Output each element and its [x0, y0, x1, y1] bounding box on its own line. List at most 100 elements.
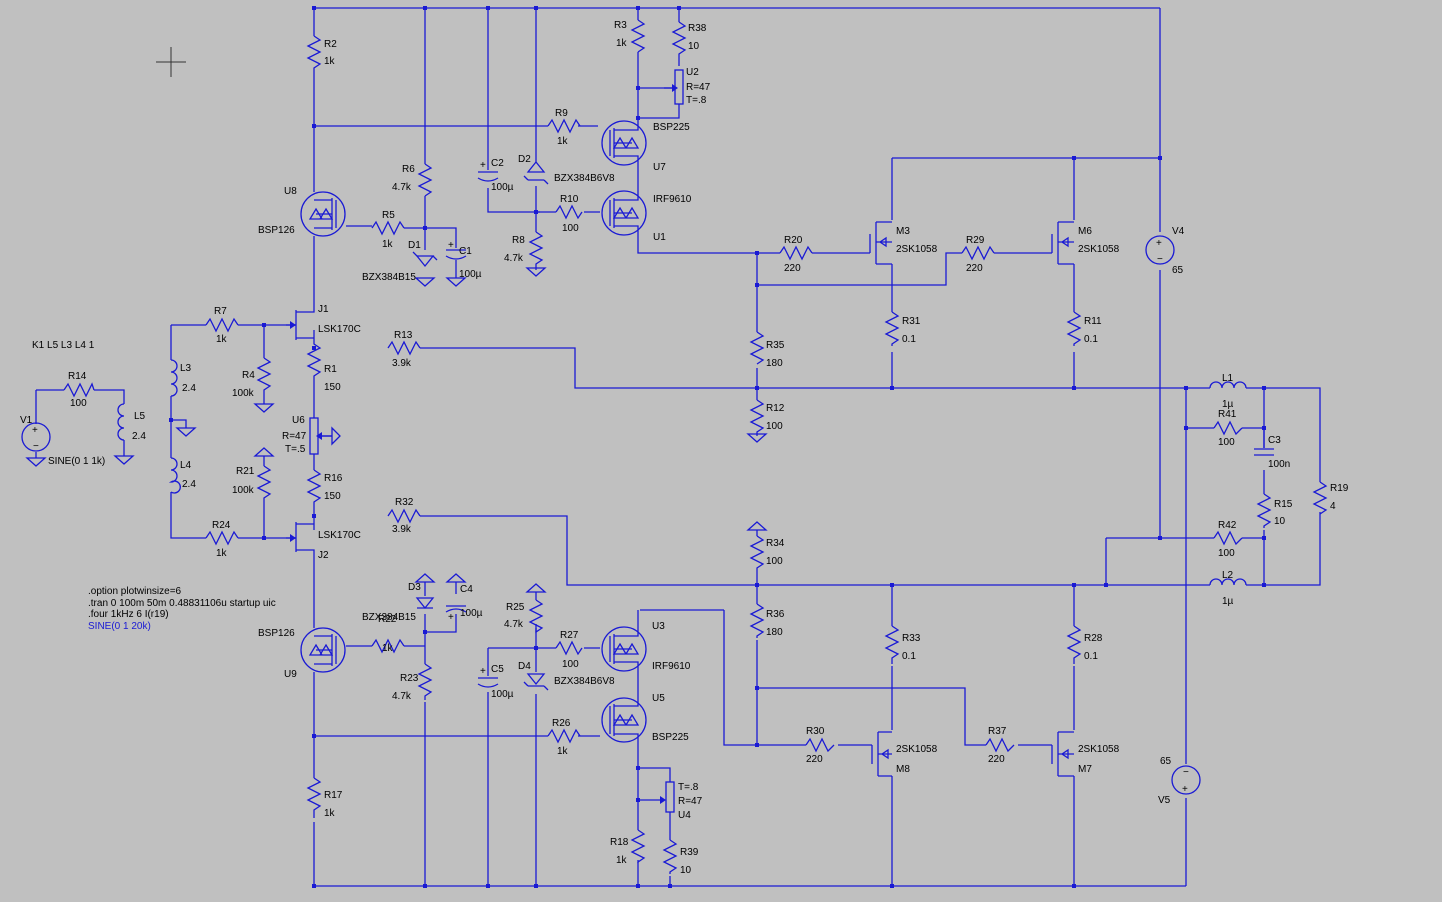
svg-text:−: − — [33, 441, 39, 452]
r34-value: 100 — [766, 556, 783, 567]
u5-mosfet-icon — [601, 696, 647, 744]
wires — [35, 7, 1321, 887]
v4-ref: V4 — [1172, 226, 1185, 237]
c2-ref: C2 — [491, 158, 504, 169]
u9-ref: U9 — [284, 669, 297, 680]
l3-ref: L3 — [180, 363, 192, 374]
r2-symbol — [306, 35, 322, 72]
u3-mosfet-icon — [601, 626, 647, 672]
r39-value: 10 — [680, 865, 692, 876]
m8-fet-icon — [871, 731, 892, 777]
r19-value: 4 — [1330, 501, 1336, 512]
r10-ref: R10 — [560, 194, 579, 205]
r7-ref: R7 — [214, 306, 227, 317]
resistors-vertical — [256, 19, 1328, 874]
svg-text:+: + — [32, 425, 38, 436]
crosshair-cursor-icon — [156, 47, 186, 77]
r8-ref: R8 — [512, 235, 525, 246]
r39-symbol — [662, 839, 678, 874]
r3-symbol — [630, 19, 646, 53]
r19-symbol — [1312, 481, 1328, 515]
r35-ref: R35 — [766, 340, 785, 351]
c4-value: 100µ — [460, 608, 483, 619]
r38-ref: R38 — [688, 23, 707, 34]
r30-value: 220 — [806, 754, 823, 765]
l4-ref: L4 — [180, 460, 192, 471]
mosfet-symbols — [300, 118, 647, 744]
r41-value: 100 — [1218, 437, 1235, 448]
svg-text:−: − — [1157, 254, 1163, 265]
c4-ref: C4 — [460, 584, 473, 595]
r31-value: 0.1 — [902, 334, 916, 345]
u5-ref: U5 — [652, 693, 665, 704]
voltage-sources: +− −+ +− — [21, 235, 1201, 795]
r5-ref: R5 — [382, 210, 395, 221]
r18-symbol — [630, 829, 646, 864]
l5-value: 2.4 — [132, 431, 146, 442]
r6-value: 4.7k — [392, 182, 412, 193]
c4-symbol: + — [445, 605, 467, 623]
svg-text:+: + — [480, 160, 486, 171]
r26-value: 1k — [557, 746, 569, 757]
svg-text:+: + — [1182, 784, 1188, 795]
d4-part: BZX384B6V8 — [554, 676, 615, 687]
l2-value: 1µ — [1222, 596, 1234, 607]
r10-symbol — [555, 204, 583, 220]
v5-ref: V5 — [1158, 795, 1171, 806]
r3-value: 1k — [616, 38, 628, 49]
fet-symbols — [869, 221, 1074, 777]
r39-ref: R39 — [680, 847, 699, 858]
spice-directives[interactable]: K1 L5 L3 L4 1 .option plotwinsize=6 .tra… — [32, 340, 276, 632]
r12-value: 100 — [766, 421, 783, 432]
u1-ref: U1 — [653, 232, 666, 243]
r16-value: 150 — [324, 491, 341, 502]
d1-part: BZX384B15 — [362, 272, 416, 283]
u1-part: IRF9610 — [653, 194, 692, 205]
component-labels: R2 1k R3 1k R38 10 U2 R=47 T=.8 R9 1k BS… — [20, 20, 1349, 876]
r21-ref: R21 — [236, 466, 255, 477]
r30-ref: R30 — [806, 726, 825, 737]
u4-t: T=.8 — [678, 782, 699, 793]
r38-symbol — [671, 21, 687, 56]
r19-ref: R19 — [1330, 483, 1349, 494]
r20-symbol — [779, 245, 813, 261]
r29-ref: R29 — [966, 235, 985, 246]
r25-symbol — [528, 599, 544, 634]
m8-ref: M8 — [896, 764, 910, 775]
r21-value: 100k — [232, 485, 255, 496]
r23-ref: R23 — [400, 673, 419, 684]
r29-symbol — [961, 245, 995, 261]
directive-line-1: .option plotwinsize=6 — [88, 586, 182, 597]
r11-ref: R11 — [1084, 316, 1102, 327]
r20-value: 220 — [784, 263, 801, 274]
j2-jfet-icon — [286, 522, 315, 560]
l1-ref: L1 — [1222, 373, 1234, 384]
r4-value: 100k — [232, 388, 255, 399]
m6-fet-icon — [1051, 221, 1074, 265]
u7-ref: U7 — [653, 162, 666, 173]
r24-symbol — [205, 530, 239, 546]
v1-source-icon: +− — [21, 422, 51, 452]
d2-symbol — [523, 160, 549, 185]
m6-ref: M6 — [1078, 226, 1092, 237]
r22-value: 1k — [382, 643, 394, 654]
u5-part: BSP225 — [652, 732, 689, 743]
l1-value: 1µ — [1222, 399, 1234, 410]
r26-ref: R26 — [552, 718, 571, 729]
r41-ref: R41 — [1218, 409, 1237, 420]
r25-value: 4.7k — [504, 619, 524, 630]
r37-symbol — [985, 737, 1015, 753]
r17-symbol — [306, 777, 322, 818]
u3-ref: U3 — [652, 621, 665, 632]
r37-ref: R37 — [988, 726, 1007, 737]
r33-ref: R33 — [902, 633, 921, 644]
d4-symbol — [523, 673, 549, 691]
c2-symbol: + — [477, 160, 499, 182]
r41-symbol — [1213, 420, 1243, 436]
r13-value: 3.9k — [392, 358, 412, 369]
r14-symbol — [63, 382, 95, 398]
c3-value: 100n — [1268, 459, 1290, 470]
j2-part: LSK170C — [318, 530, 361, 541]
